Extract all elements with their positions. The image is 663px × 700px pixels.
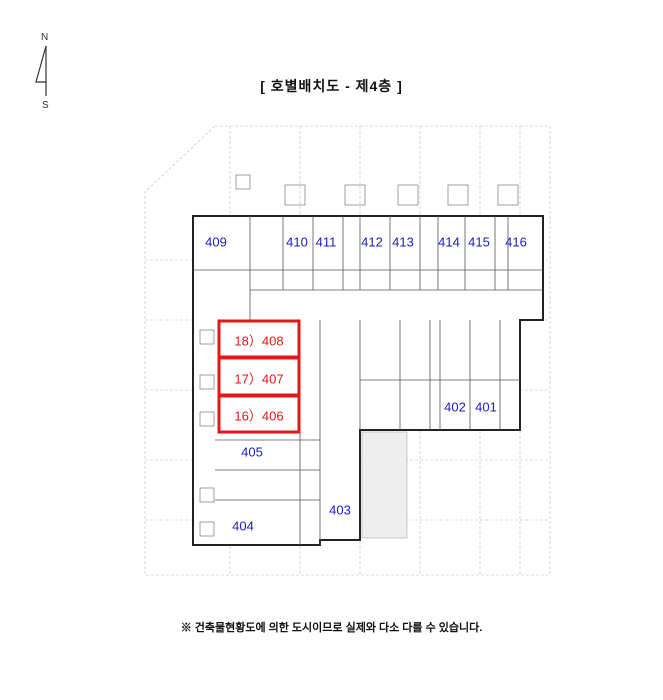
compass-north-label: N [41,32,49,43]
room-412: 412 [361,234,383,250]
room-416: 416 [505,234,527,250]
room-406: 16）406 [234,408,284,424]
room-415: 415 [468,234,490,250]
balcony-boxes [199,174,519,537]
room-409: 409 [205,234,227,250]
page-title: [ 호별배치도 - 제4층 ] [260,78,403,94]
room-404: 404 [232,518,254,534]
compass-arrow-icon [35,45,47,96]
room-413: 413 [392,234,414,250]
room-407: 17）407 [234,371,284,387]
terrace-hatch [361,431,408,539]
highlight-406 [217,394,301,434]
room-414: 414 [438,234,460,250]
room-402: 402 [444,399,466,415]
room-411: 411 [315,234,337,250]
room-408: 18）408 [234,333,284,349]
room-401: 401 [475,399,497,415]
room-405: 405 [241,444,263,460]
disclaimer-note: ※ 건축물현황도에 의한 도시이므로 실제와 다소 다를 수 있습니다. [180,622,483,634]
compass-south-label: S [42,100,49,111]
room-403: 403 [329,502,351,518]
highlighted-rooms [217,319,301,434]
room-410: 410 [286,234,308,250]
